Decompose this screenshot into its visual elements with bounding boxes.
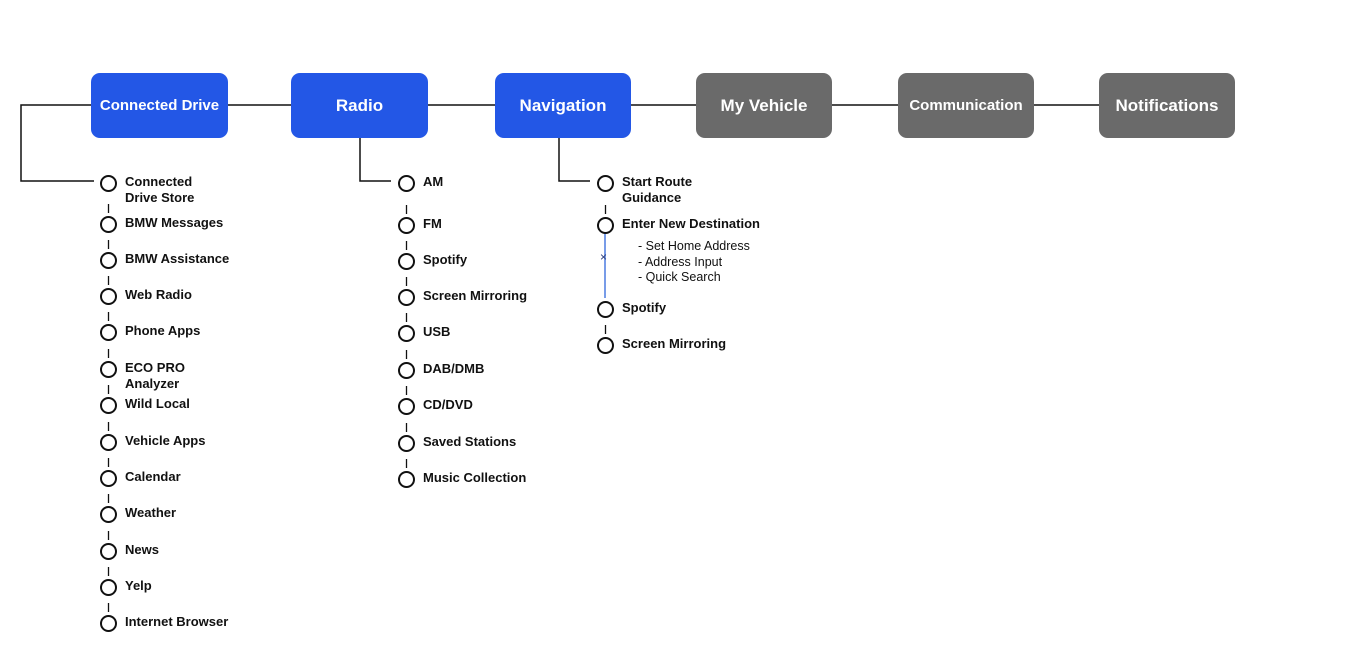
list-item[interactable]: Connected Drive Store — [100, 174, 195, 206]
list-item-label: BMW Messages — [125, 215, 224, 230]
circle-node-icon — [100, 252, 117, 269]
list-item[interactable]: DAB/DMB — [398, 361, 485, 379]
circle-node-icon — [398, 289, 415, 306]
circle-node-icon — [100, 397, 117, 414]
list-item-label: Enter New Destination — [622, 216, 760, 231]
list-item-label: Weather — [125, 505, 177, 520]
list-item[interactable]: Wild Local — [100, 396, 190, 414]
destination-sub-options: - Set Home Address - Address Input - Qui… — [638, 239, 750, 286]
list-item-label: Connected Drive Store — [125, 174, 195, 205]
list-item[interactable]: Vehicle Apps — [100, 433, 206, 451]
list-item[interactable]: AM — [398, 174, 444, 192]
tab-notifications[interactable]: Notifications — [1099, 73, 1235, 138]
list-item[interactable]: Calendar — [100, 469, 181, 487]
list-item-label: ECO PRO Analyzer — [125, 360, 185, 391]
list-item[interactable]: Screen Mirroring — [597, 336, 727, 354]
list-item-label: Web Radio — [125, 287, 192, 302]
list-item-label: Screen Mirroring — [622, 336, 727, 351]
list-item-label: USB — [423, 324, 451, 339]
list-item-label: FM — [423, 216, 442, 231]
circle-node-icon — [398, 471, 415, 488]
circle-node-icon — [398, 217, 415, 234]
list-item-label: DAB/DMB — [423, 361, 485, 376]
circle-node-icon — [100, 506, 117, 523]
list-item[interactable]: News — [100, 542, 159, 560]
circle-node-icon — [597, 175, 614, 192]
circle-node-icon — [100, 434, 117, 451]
sub-option[interactable]: - Set Home Address — [638, 239, 750, 253]
circle-node-icon — [398, 435, 415, 452]
list-item[interactable]: Internet Browser — [100, 614, 229, 632]
list-item[interactable]: Web Radio — [100, 287, 192, 305]
sub-option[interactable]: - Quick Search — [638, 270, 721, 284]
x-mark-icon: × — [600, 250, 608, 264]
circle-node-icon — [597, 217, 614, 234]
list-item[interactable]: Spotify — [597, 300, 667, 318]
list-item[interactable]: Saved Stations — [398, 434, 517, 452]
list-item[interactable]: ECO PRO Analyzer — [100, 360, 185, 392]
circle-node-icon — [100, 288, 117, 305]
circle-node-icon — [597, 301, 614, 318]
circle-node-icon — [100, 216, 117, 233]
list-item[interactable]: Start Route Guidance — [597, 174, 693, 206]
list-item-label: Music Collection — [423, 470, 527, 485]
list-item-label: AM — [423, 174, 444, 189]
circle-node-icon — [398, 362, 415, 379]
list-item[interactable]: FM — [398, 216, 442, 234]
tab-radio[interactable]: Radio — [291, 73, 428, 138]
list-item[interactable]: Yelp — [100, 578, 152, 596]
list-item-label: Spotify — [423, 252, 468, 267]
circle-node-icon — [398, 175, 415, 192]
sub-option[interactable]: - Address Input — [638, 254, 723, 269]
list-item[interactable]: Weather — [100, 505, 177, 523]
list-item[interactable]: Phone Apps — [100, 323, 201, 341]
list-item-label: Internet Browser — [125, 614, 229, 629]
tab-connected-drive[interactable]: Connected Drive — [91, 73, 228, 138]
list-item-label: Screen Mirroring — [423, 288, 528, 303]
list-item[interactable]: USB — [398, 324, 451, 342]
circle-node-icon — [398, 253, 415, 270]
list-item[interactable]: CD/DVD — [398, 397, 473, 415]
circle-node-icon — [597, 337, 614, 354]
list-item-label: BMW Assistance — [125, 251, 230, 266]
list-item[interactable]: BMW Messages — [100, 215, 224, 233]
list-item[interactable]: Enter New Destination — [597, 216, 760, 234]
list-item-label: Calendar — [125, 469, 181, 484]
circle-node-icon — [100, 361, 117, 378]
list-item-label: News — [125, 542, 159, 557]
tab-communication[interactable]: Communication — [898, 73, 1034, 138]
circle-node-icon — [398, 398, 415, 415]
list-item-label: Wild Local — [125, 396, 190, 411]
circle-node-icon — [100, 579, 117, 596]
list-item[interactable]: Spotify — [398, 252, 468, 270]
circle-node-icon — [100, 615, 117, 632]
list-item-label: Phone Apps — [125, 323, 201, 338]
list-item-label: CD/DVD — [423, 397, 473, 412]
circle-node-icon — [100, 543, 117, 560]
tab-my-vehicle[interactable]: My Vehicle — [696, 73, 832, 138]
list-item[interactable]: Screen Mirroring — [398, 288, 528, 306]
list-item[interactable]: BMW Assistance — [100, 251, 230, 269]
circle-node-icon — [100, 324, 117, 341]
list-item-label: Saved Stations — [423, 434, 517, 449]
list-item[interactable]: Music Collection — [398, 470, 527, 488]
list-item-label: Yelp — [125, 578, 152, 593]
tab-navigation[interactable]: Navigation — [495, 73, 631, 138]
list-item-label: Vehicle Apps — [125, 433, 206, 448]
list-item-label: Start Route Guidance — [622, 174, 693, 205]
list-item-label: Spotify — [622, 300, 667, 315]
circle-node-icon — [100, 470, 117, 487]
circle-node-icon — [398, 325, 415, 342]
circle-node-icon — [100, 175, 117, 192]
